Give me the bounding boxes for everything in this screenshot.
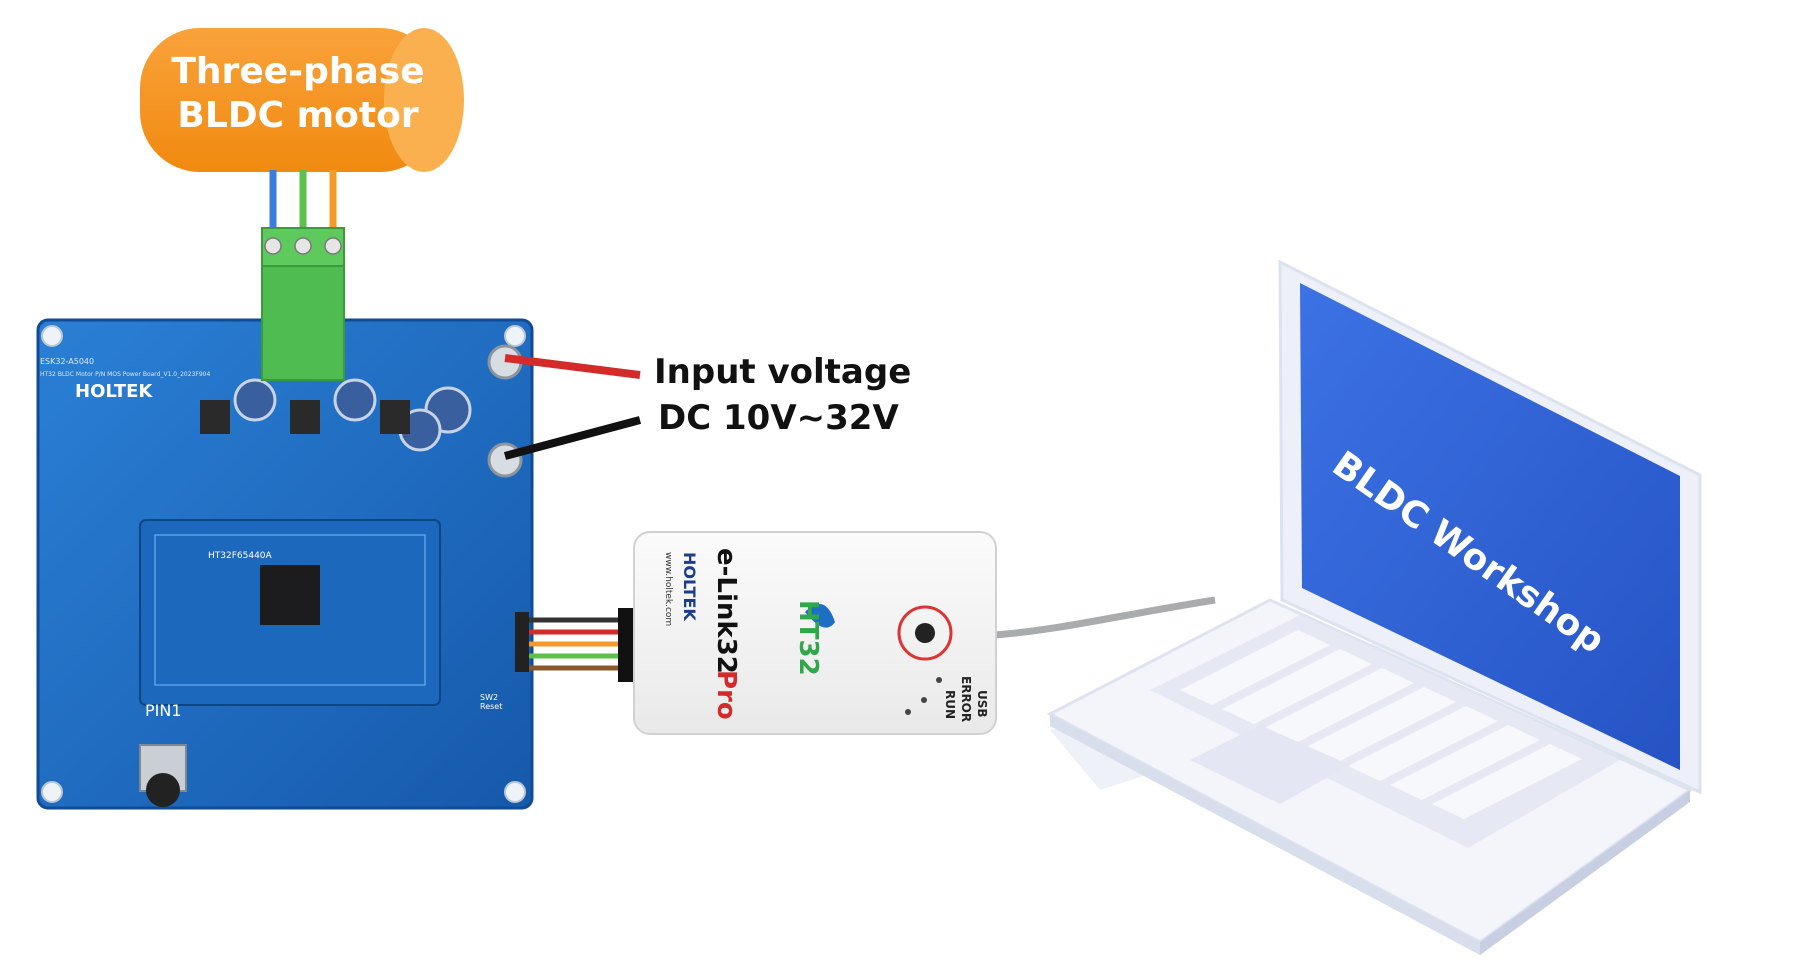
mcu-chip [260, 565, 320, 625]
laptop-base-edge [1050, 714, 1480, 955]
led-icon [921, 697, 927, 703]
board-sw2: SW2 [480, 693, 498, 702]
button-icon [915, 623, 935, 643]
debugger-logo: HT32 [793, 600, 823, 676]
motor-label-line2: BLDC motor [177, 95, 419, 136]
debugger-case [633, 531, 997, 735]
debugger-edition: Pro [711, 670, 741, 720]
mount-hole-icon [41, 325, 63, 347]
elink32-pro-debugger [633, 531, 997, 735]
indicator-usb: USB [975, 690, 989, 718]
debugger-url: www.holtek.com [663, 552, 673, 626]
motor-label: Three-phase BLDC motor [143, 50, 453, 138]
led-icon [905, 709, 911, 715]
mount-hole-icon [41, 781, 63, 803]
usb-cable [994, 596, 1216, 639]
wire-black-negative [503, 416, 642, 460]
board-subtitle: HT32 BLDC Motor P/N MOS Power Board_V1.0… [40, 371, 210, 378]
debugger-product: e-Link32 [711, 548, 741, 674]
screw-icon [324, 237, 342, 255]
button-ring-icon [897, 605, 953, 661]
mount-hole-icon [504, 325, 526, 347]
mount-hole-icon [504, 781, 526, 803]
screw-icon [294, 237, 312, 255]
motor-terminal-block [261, 227, 345, 381]
motor-body [140, 28, 440, 172]
led-icon [936, 677, 942, 683]
board-mcu: HT32F65440A [208, 551, 273, 561]
debugger-brand: HOLTEK [680, 552, 699, 621]
motor-end-cap [384, 28, 464, 172]
ribbon-cable [529, 617, 620, 671]
swd-header [515, 612, 529, 672]
laptop-touchpad [1190, 725, 1350, 804]
voltage-range-label: DC 10V~32V [658, 398, 899, 438]
board-reset: Reset [480, 702, 502, 711]
input-voltage-label: Input voltage [654, 352, 912, 392]
board-pin-label: PIN1 [145, 701, 182, 720]
mosfets [200, 400, 410, 434]
screw-icon [264, 237, 282, 255]
laptop-screen [1300, 283, 1680, 770]
header-outline [154, 534, 426, 686]
keyboard-keys [1180, 630, 1582, 819]
bldc-motor [140, 28, 464, 172]
laptop-base-side [1480, 790, 1690, 955]
indicator-run: RUN [943, 690, 957, 719]
laptop [1046, 259, 1702, 955]
ribbon-connector [618, 608, 636, 682]
board-brand: HOLTEK [75, 381, 153, 402]
board-model: ESK32-A5040 [40, 357, 94, 366]
motor-label-line1: Three-phase [171, 51, 425, 92]
potentiometer-knob [146, 773, 180, 807]
ht32-logo-icon [805, 604, 835, 628]
wire-red-positive [504, 354, 641, 379]
indicator-error: ERROR [959, 676, 973, 722]
